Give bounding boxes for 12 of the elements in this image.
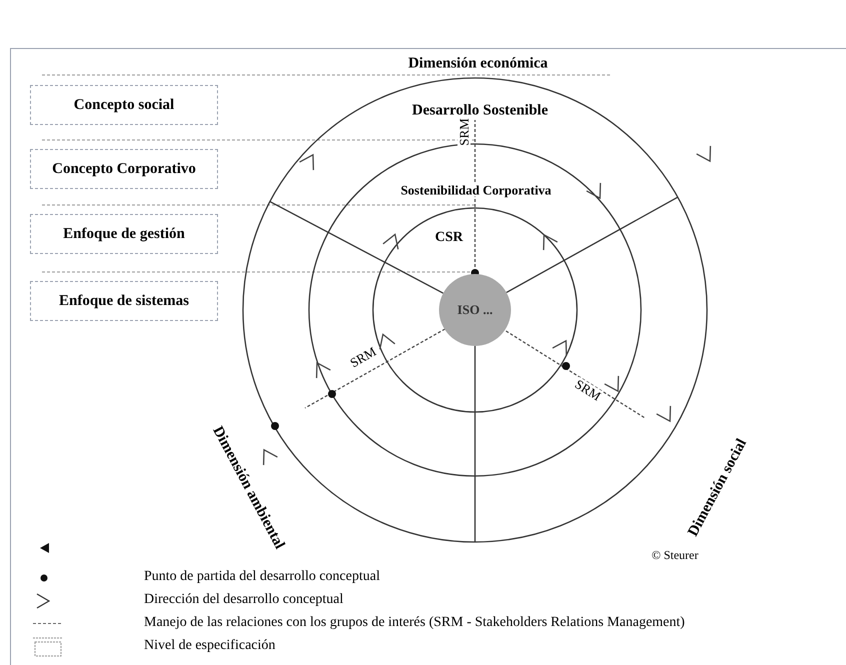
legend-text: Manejo de las relaciones con los grupos de interés (SRM - Stakeholders Relations Management): [144, 616, 685, 630]
level-box: Enfoque de sistemas: [30, 281, 218, 321]
copyright-note: © Steurer: [650, 549, 700, 561]
srm-label: SRM: [458, 117, 470, 147]
level-box: Concepto social: [30, 85, 218, 125]
level-box: Enfoque de gestión: [30, 214, 218, 254]
srm-label: SRM: [572, 376, 604, 404]
legend-text: Nivel de especificación: [144, 639, 276, 653]
legend-text: Punto de partida del desarrollo conceptual: [144, 570, 380, 584]
ring-label: Sostenibilidad Corporativa: [400, 184, 552, 196]
legend-text: Dirección del desarrollo conceptual: [144, 593, 344, 607]
level-box: Concepto Corporativo: [30, 149, 218, 189]
